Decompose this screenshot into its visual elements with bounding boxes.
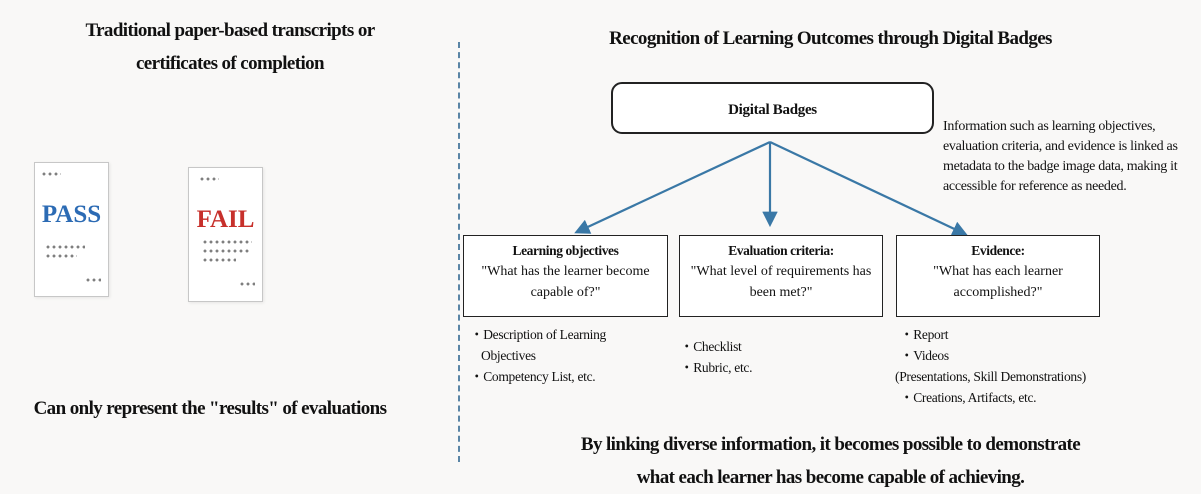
list-item: ・Report [900,327,949,342]
list-item: ・Description of Learning [470,327,607,342]
evidence-box: Evidence: "What has each learner accompl… [896,235,1100,317]
list-item: (Presentations, Skill Demonstrations) [895,369,1087,384]
list-item: ・Creations, Artifacts, etc. [900,390,1037,405]
learning-objectives-question: "What has the learner become capable of?… [481,264,650,300]
metadata-note: Information such as learning objectives,… [943,119,1178,194]
left-caption: Can only represent the "results" of eval… [33,398,387,419]
pass-document-icon: PASS [34,162,109,297]
evidence-title: Evidence: [971,243,1025,258]
fail-document-icon: FAIL [188,167,263,302]
doc-text-dots [202,258,236,262]
learning-objectives-list: ・Description of Learning Objectives ・Com… [470,324,606,387]
fail-label: FAIL [196,206,255,233]
list-item: ・Checklist [680,339,742,354]
doc-text-dots [202,249,250,253]
doc-text-dots [199,177,219,181]
list-item: Objectives [481,348,536,363]
doc-text-dots [45,245,85,249]
digital-badges-box: Digital Badges [611,82,934,134]
list-item: ・Competency List, etc. [470,369,596,384]
arrow-to-evidence [769,141,968,236]
section-divider [458,42,460,462]
conclusion: By linking diverse information, it becom… [460,428,1201,494]
list-item: ・Videos [900,348,949,363]
list-item: ・Rubric, etc. [680,360,753,375]
evidence-question: "What has each learner accomplished?" [933,264,1063,300]
doc-text-dots [202,240,252,244]
left-title: Traditional paper-based transcripts or c… [30,14,430,80]
doc-text-dots [239,282,255,286]
conclusion-line1: By linking diverse information, it becom… [580,434,1081,455]
doc-text-dots [45,254,77,258]
evaluation-criteria-box: Evaluation criteria: "What level of requ… [679,235,883,317]
evaluation-criteria-list: ・Checklist ・Rubric, etc. [680,336,753,378]
left-title-line2: certificates of completion [135,53,325,74]
arrow-to-learning-objectives [574,141,771,234]
right-title: Recognition of Learning Outcomes through… [609,28,1052,49]
learning-objectives-title: Learning objectives [512,243,619,258]
conclusion-line2: what each learner has become capable of … [636,467,1025,488]
left-title-line1: Traditional paper-based transcripts or [85,20,375,41]
evidence-list: ・Report ・Videos (Presentations, Skill De… [895,324,1086,408]
doc-text-dots [41,172,61,176]
doc-text-dots [85,278,101,282]
pass-label: PASS [41,201,102,228]
learning-objectives-box: Learning objectives "What has the learne… [463,235,668,317]
evaluation-criteria-question: "What level of requirements has been met… [690,264,872,300]
evaluation-criteria-title: Evaluation criteria: [728,243,834,258]
